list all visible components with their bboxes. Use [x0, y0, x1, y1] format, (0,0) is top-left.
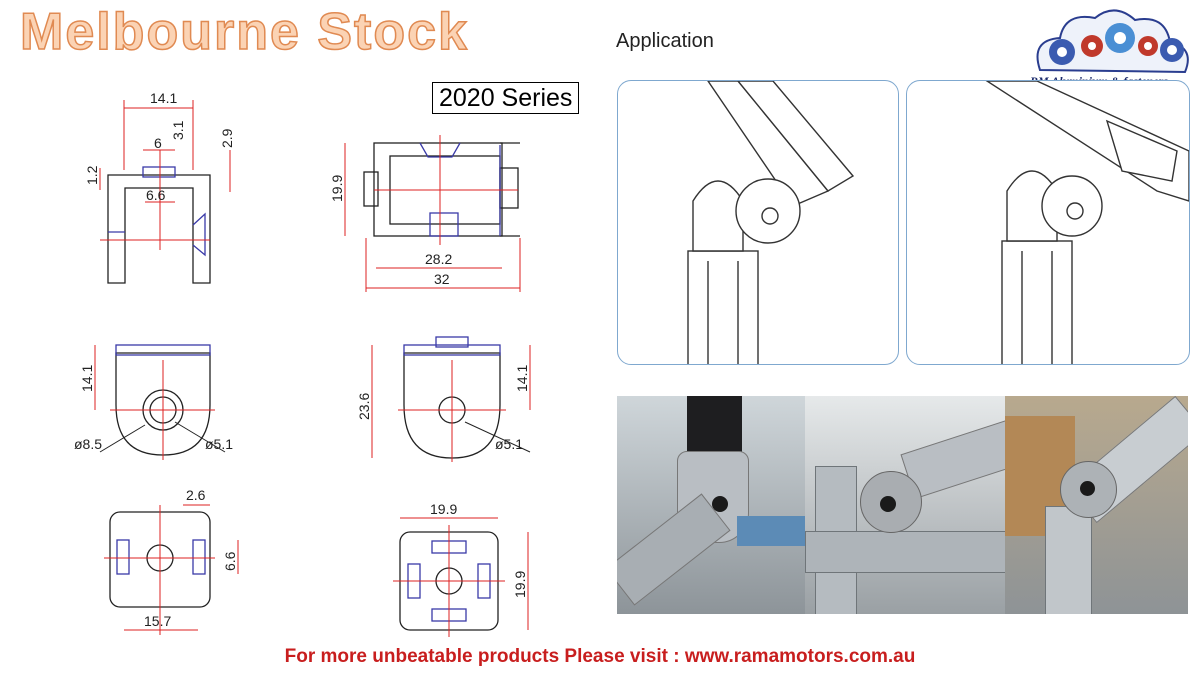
application-photo-1 [617, 396, 805, 614]
dim-inner-length: 28.2 [425, 251, 452, 267]
drawing-top-left [99, 100, 231, 284]
gear-icon [1049, 39, 1075, 65]
drawing-bottom-left [104, 504, 239, 635]
drawing-top-right [344, 135, 521, 292]
dim-hole-dia: ø5.1 [495, 436, 523, 452]
dim-height: 23.6 [356, 393, 372, 420]
dim-height: 19.9 [512, 571, 528, 598]
gear-icon [1160, 38, 1184, 62]
technical-drawings: 14.1 6 3.1 2.9 1.2 6.6 19.9 28.2 32 14.1… [74, 90, 531, 637]
application-drawing-1 [617, 80, 899, 365]
dim-thickness: 1.2 [84, 165, 100, 185]
dim-width: 14.1 [150, 90, 177, 106]
gear-icon [1081, 35, 1103, 57]
company-logo [1036, 9, 1189, 74]
gear-icon [1105, 23, 1135, 53]
dim-slot: 6 [154, 135, 162, 151]
dim-length: 32 [434, 271, 450, 287]
dim-inner: 6.6 [146, 187, 166, 203]
dim-lip: 3.1 [170, 120, 186, 140]
bracket-assembly-illustration [687, 81, 855, 364]
drawing-bottom-right [393, 517, 529, 637]
application-drawing-2 [906, 80, 1190, 365]
bracket-assembly-illustration [985, 81, 1189, 364]
dim-width: 15.7 [144, 613, 171, 629]
page-title: Melbourne Stock [19, 2, 469, 62]
dim-outer-dia: ø8.5 [74, 436, 102, 452]
dim-gap: 2.6 [186, 487, 206, 503]
gear-icon [1138, 36, 1158, 56]
dim-inner-height: 14.1 [514, 365, 530, 392]
dim-height: 19.9 [329, 175, 345, 202]
dim-width: 19.9 [430, 501, 457, 517]
application-label: Application [616, 30, 714, 52]
dim-slot: 6.6 [222, 551, 238, 571]
dim-depth: 2.9 [219, 128, 235, 148]
dim-height: 14.1 [79, 365, 95, 392]
application-photo-2 [805, 396, 1005, 614]
series-label: 2020 Series [432, 82, 580, 114]
footer-website-text: For more unbeatable products Please visi… [284, 646, 916, 667]
dim-hole-dia: ø5.1 [205, 436, 233, 452]
application-photo-3 [1005, 396, 1188, 614]
drawing-mid-right [371, 336, 531, 462]
drawing-mid-left [94, 344, 226, 460]
